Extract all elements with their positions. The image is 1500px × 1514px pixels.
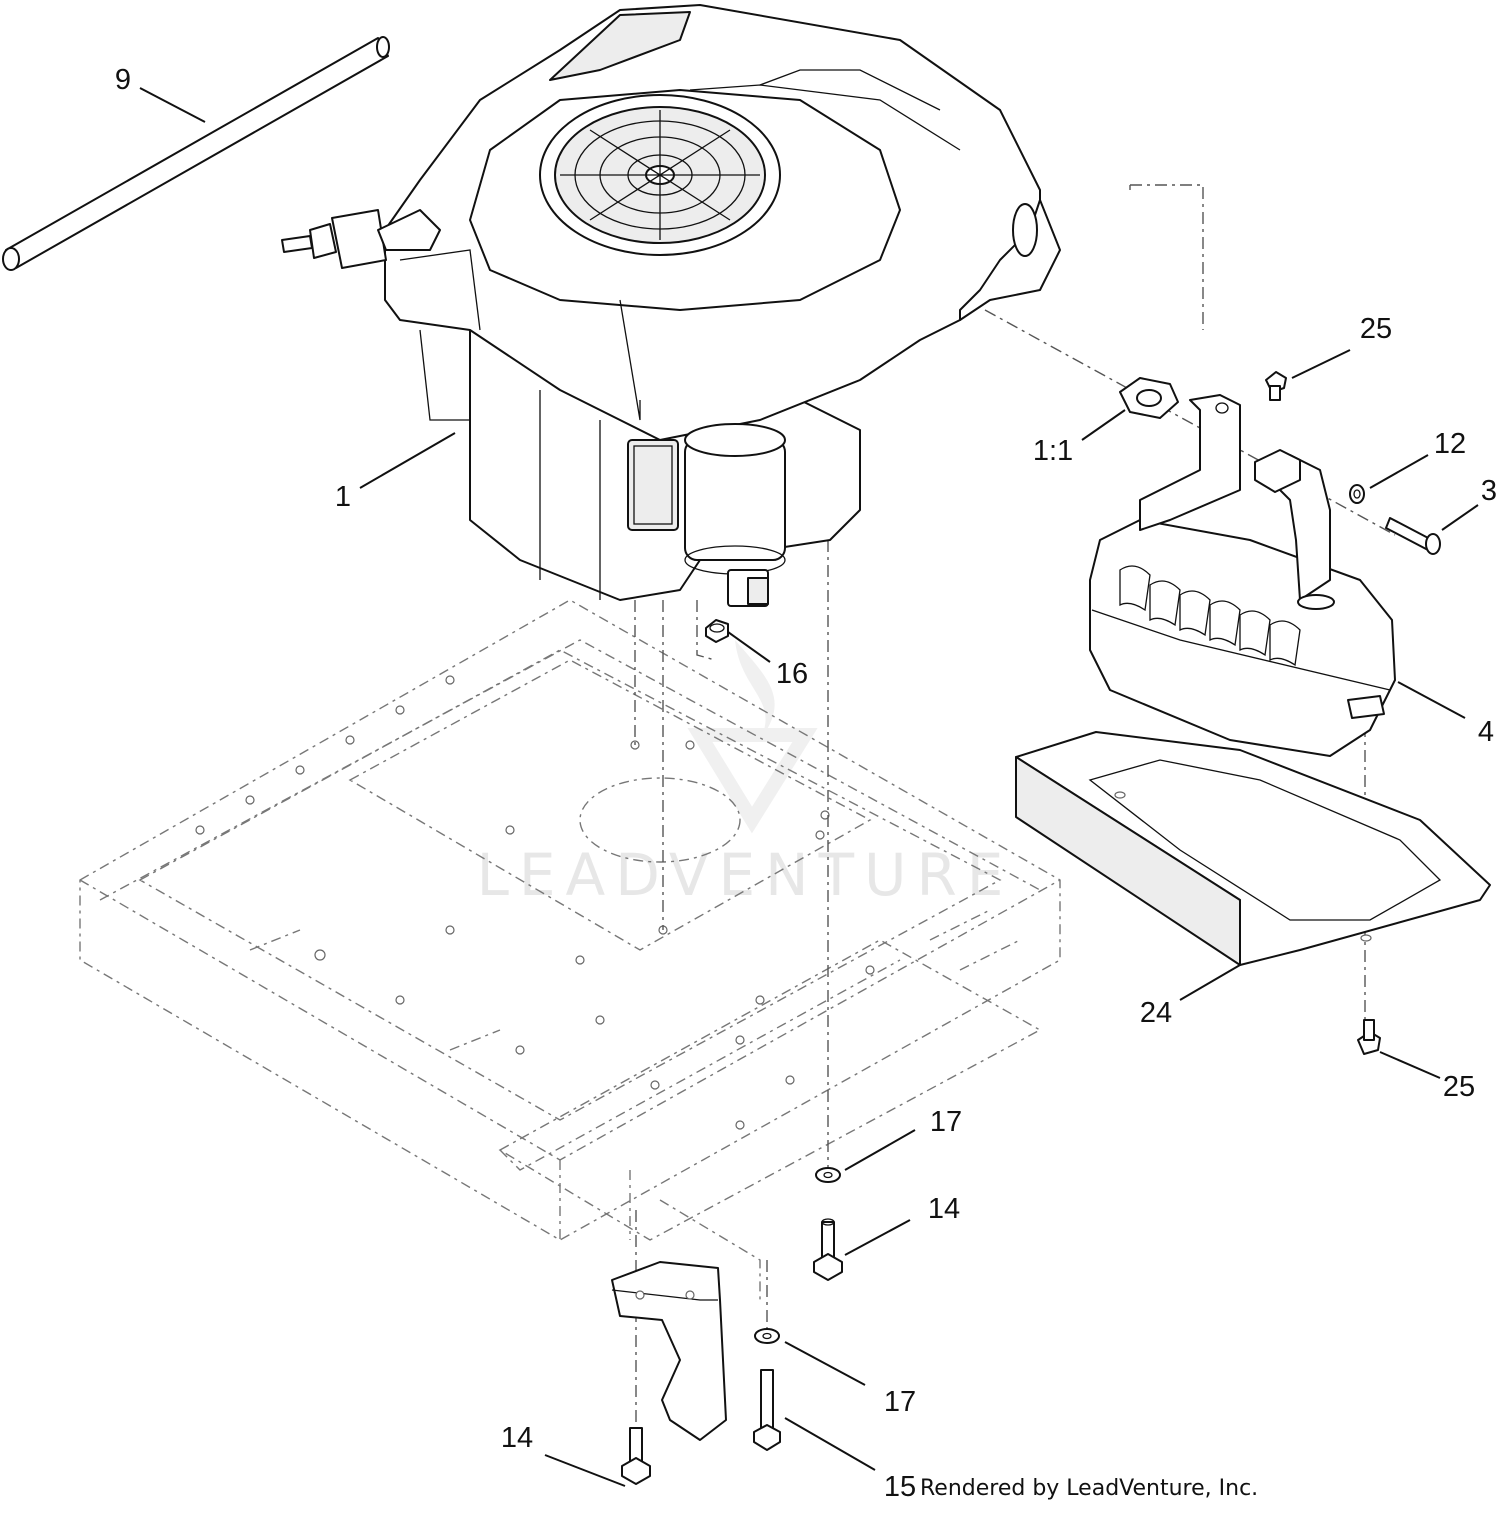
assembly-lines [634, 184, 1396, 1480]
callout-4: 4 [1478, 716, 1494, 748]
heat-shield-part-24 [1015, 731, 1491, 966]
leader-1-1 [1081, 409, 1126, 441]
bolt-part-3 [1385, 517, 1441, 555]
render-credit: Rendered by LeadVenture, Inc. [920, 1476, 1259, 1501]
leader-9 [139, 87, 206, 123]
screw-part-25-lower [1357, 1019, 1381, 1055]
gasket-part-1-1 [1119, 377, 1179, 419]
engine-starter [684, 423, 786, 575]
callout-16: 16 [776, 658, 808, 690]
bolt-part-14-upper [813, 1218, 843, 1281]
muffler-part-4 [1089, 394, 1396, 757]
chassis-frame [79, 599, 1061, 1300]
leader-25-lower [1379, 1051, 1441, 1079]
callout-17-upper: 17 [930, 1106, 962, 1138]
leader-4 [1397, 681, 1466, 719]
engine-part-1 [281, 4, 1061, 607]
engine-right-side [959, 199, 1061, 321]
engine-mount-bracket [611, 1261, 727, 1441]
washer-part-17-upper [815, 1167, 841, 1183]
flywheel-screen [560, 110, 760, 240]
callout-12: 12 [1434, 428, 1466, 460]
engine-connector [727, 569, 769, 607]
washer-part-12 [1349, 484, 1365, 504]
engine-regulator [627, 439, 679, 531]
fuel-inlet-fitting [281, 209, 441, 269]
fuel-hose-part-9 [2, 36, 390, 271]
callout-3: 3 [1481, 475, 1497, 507]
leader-3 [1441, 504, 1479, 531]
leader-17-upper [844, 1129, 916, 1171]
bolt-part-15 [753, 1369, 781, 1451]
nut-part-16 [705, 619, 729, 643]
leader-16 [727, 631, 771, 663]
bolt-part-14-lower [621, 1427, 651, 1485]
callout-14-lower: 14 [501, 1422, 533, 1454]
watermark-text: LEADVENTURE [477, 841, 1014, 909]
leader-14-lower [544, 1454, 626, 1487]
frame-mount-holes [195, 675, 875, 1130]
callout-1-1: 1:1 [1033, 435, 1073, 467]
watermark: LEADVENTURE [477, 640, 1014, 909]
callout-15: 15 [884, 1471, 916, 1503]
washer-part-17-lower [754, 1328, 780, 1344]
leader-25-upper [1291, 349, 1351, 379]
leader-17-lower [784, 1341, 866, 1386]
callout-9: 9 [115, 64, 131, 96]
callout-17-lower: 17 [884, 1386, 916, 1418]
leader-lines [139, 87, 1479, 1487]
callout-14-upper: 14 [928, 1193, 960, 1225]
leader-15 [784, 1417, 876, 1471]
callout-24: 24 [1140, 997, 1172, 1029]
leader-1 [359, 432, 456, 489]
leader-12 [1369, 454, 1429, 489]
callout-1: 1 [335, 481, 351, 513]
leader-24 [1179, 964, 1241, 1001]
muffler-ribs [1119, 565, 1301, 667]
leader-14-upper [844, 1219, 911, 1256]
callout-labels: 9 1 25 1:1 12 3 16 4 24 25 17 14 17 14 1… [115, 64, 1497, 1503]
callout-25-upper: 25 [1360, 313, 1392, 345]
watermark-logo-icon [687, 640, 818, 834]
callout-25-lower: 25 [1443, 1071, 1475, 1103]
screw-part-25-upper [1265, 371, 1287, 401]
